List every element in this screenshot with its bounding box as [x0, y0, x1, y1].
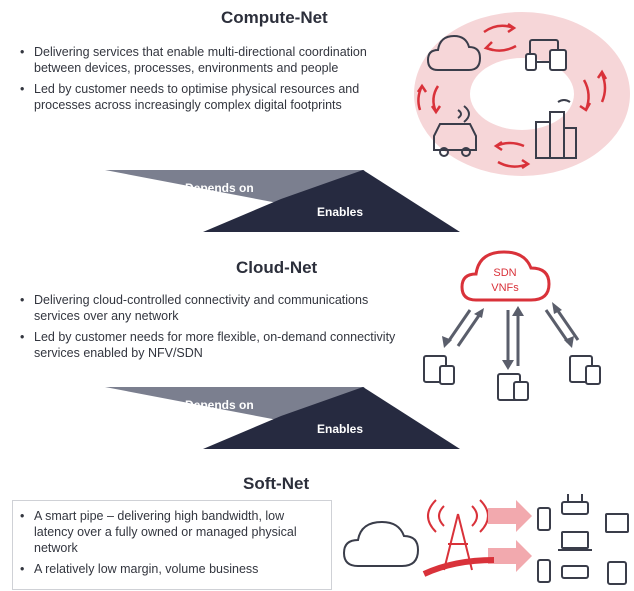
fiber-cable-icon [422, 557, 495, 577]
devices-icon [525, 39, 567, 71]
end-devices-icons [537, 494, 629, 585]
cloud-badge-line2: VNFs [491, 282, 519, 294]
soft-net-graphic [342, 494, 629, 585]
enables-chevron-2 [203, 387, 460, 449]
connector-1: Depends on Enables [105, 170, 460, 232]
devices-icon-center [497, 373, 529, 401]
compute-net-bullet-2: Led by customer needs to optimise physic… [18, 81, 398, 113]
city-buildings-icon [535, 99, 577, 159]
cloud-icon [426, 34, 482, 71]
compute-net-bullet-1: Delivering services that enable multi-di… [18, 44, 398, 76]
bandwidth-arrow-bottom [488, 540, 532, 572]
car-icon [433, 105, 477, 157]
bandwidth-arrow-top [488, 500, 532, 532]
sdn-cloud-icon [460, 250, 551, 302]
enables-label-2: Enables [317, 422, 363, 436]
cloud-net-title: Cloud-Net [236, 258, 318, 277]
ecosystem-ring-center [470, 58, 574, 130]
cloud-badge-line1: SDN [493, 267, 516, 279]
cloud-net-graphic: SDN VNFs [423, 250, 601, 401]
soft-net-bullet-2: A relatively low margin, volume business [18, 561, 318, 577]
bidirectional-arrows [442, 302, 580, 370]
cloud-net-bullet-2: Led by customer needs for more flexible,… [18, 329, 398, 361]
soft-net-bullets: A smart pipe – delivering high bandwidth… [18, 508, 318, 582]
connector-2: Depends on Enables [105, 387, 460, 449]
soft-net-title: Soft-Net [243, 474, 310, 493]
cloud-net-bullets: Delivering cloud-controlled connectivity… [18, 292, 398, 366]
cloud-net-bullet-1: Delivering cloud-controlled connectivity… [18, 292, 398, 324]
soft-net-bullet-box [12, 500, 332, 590]
compute-ecosystem-graphic [414, 12, 630, 176]
enables-chevron-1 [203, 170, 460, 232]
soft-net-cloud-icon [342, 520, 420, 567]
compute-net-bullets: Delivering services that enable multi-di… [18, 44, 398, 118]
depends-on-label-1: Depends on [185, 181, 254, 195]
devices-icon-right [569, 355, 601, 385]
compute-net-title: Compute-Net [221, 8, 328, 27]
circular-arrows [416, 22, 608, 170]
enables-label-1: Enables [317, 205, 363, 219]
depends-on-label-2: Depends on [185, 398, 254, 412]
soft-net-bullet-1: A smart pipe – delivering high bandwidth… [18, 508, 318, 556]
devices-icon-left [423, 355, 455, 385]
